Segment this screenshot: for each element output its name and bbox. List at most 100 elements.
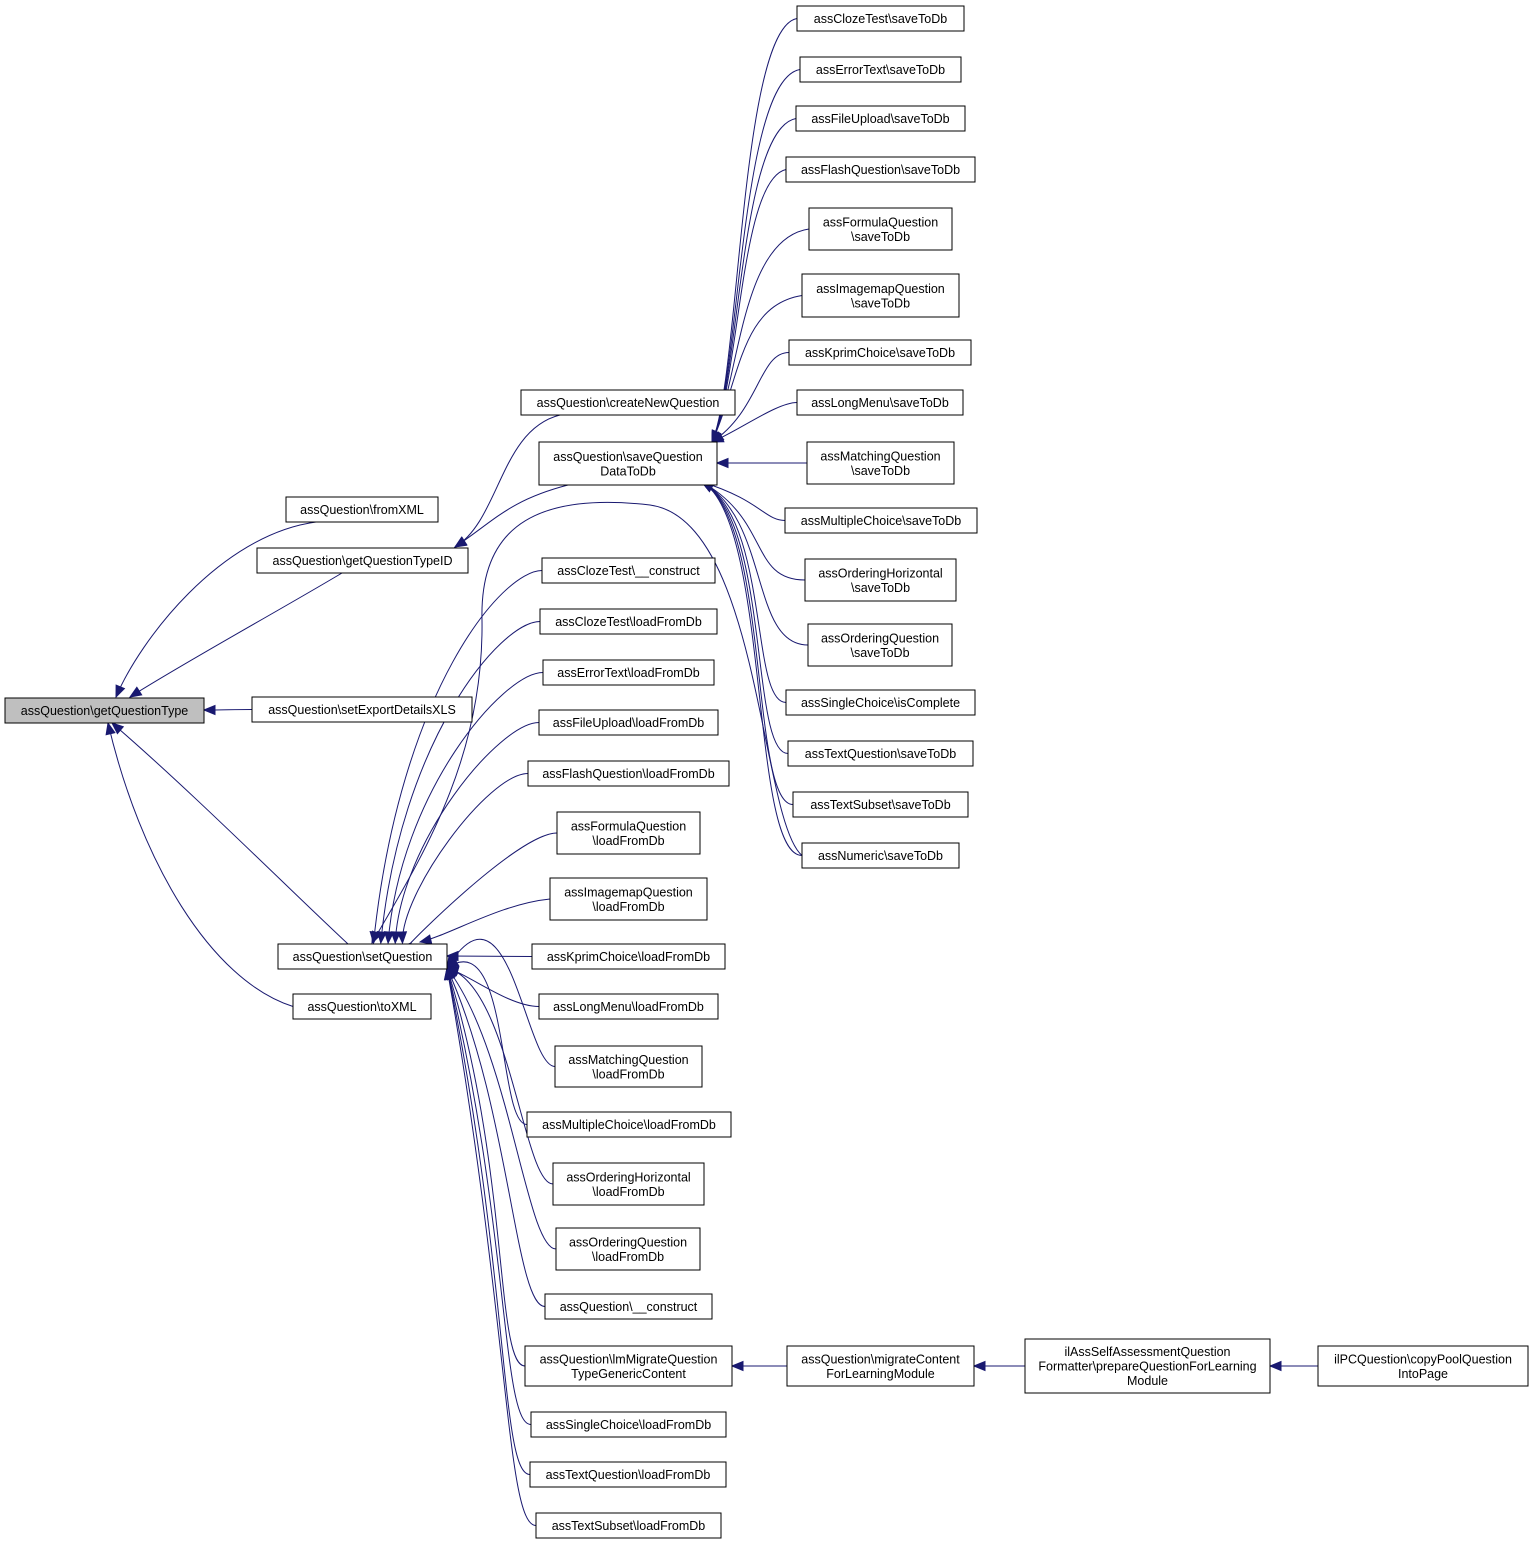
- node-orderingQLoad[interactable]: assOrderingQuestion\loadFromDb: [555, 1227, 701, 1271]
- node-box: [801, 273, 960, 318]
- node-matchingSave[interactable]: assMatchingQuestion\saveToDb: [806, 441, 955, 485]
- node-label: IntoPage: [1398, 1367, 1448, 1381]
- node-box: [549, 877, 708, 921]
- node-toXML[interactable]: assQuestion\toXML: [292, 993, 432, 1020]
- arrow-head: [730, 1360, 744, 1372]
- node-numericSave[interactable]: assNumeric\saveToDb: [801, 842, 960, 869]
- node-longMenuSave[interactable]: assLongMenu\saveToDb: [796, 389, 964, 416]
- node-box: [1317, 1345, 1529, 1387]
- node-label: \saveToDb: [851, 581, 910, 595]
- arrow-head: [1268, 1360, 1282, 1372]
- node-multipleSave[interactable]: assMultipleChoice\saveToDb: [784, 507, 978, 534]
- node-clozeConstruct[interactable]: assClozeTest\__construct: [541, 557, 716, 584]
- node-label: assOrderingQuestion: [821, 631, 939, 645]
- edge: [701, 481, 803, 856]
- node-textQLoad[interactable]: assTextQuestion\loadFromDb: [529, 1461, 727, 1488]
- node-matchingLoad[interactable]: assMatchingQuestion\loadFromDb: [554, 1045, 703, 1088]
- node-label: assQuestion\saveQuestion: [553, 450, 702, 464]
- arrow-head: [453, 536, 468, 548]
- node-textSubsetLoad[interactable]: assTextSubset\loadFromDb: [535, 1512, 722, 1539]
- node-label: assOrderingHorizontal: [566, 1170, 690, 1184]
- edge: [446, 967, 531, 1475]
- node-box: [806, 441, 955, 485]
- edge: [454, 414, 561, 548]
- node-singleComplete[interactable]: assSingleChoice\isComplete: [785, 689, 976, 716]
- node-label: \loadFromDb: [592, 1250, 664, 1264]
- edge: [373, 570, 543, 944]
- node-prepareQuestion[interactable]: ilAssSelfAssessmentQuestionFormatter\pre…: [1024, 1338, 1271, 1394]
- node-label: assQuestion\toXML: [307, 1000, 416, 1014]
- arrow-head: [202, 704, 216, 716]
- node-label: assFileUpload\saveToDb: [811, 112, 949, 126]
- node-kprimLoad[interactable]: assKprimChoice\loadFromDb: [531, 943, 726, 970]
- node-migrateContent[interactable]: assQuestion\migrateContentForLearningMod…: [786, 1345, 975, 1387]
- node-box: [4, 697, 205, 724]
- node-label: assMultipleChoice\saveToDb: [801, 514, 962, 528]
- node-getQuestionType[interactable]: assQuestion\getQuestionType: [4, 697, 205, 724]
- node-fileUploadLoad[interactable]: assFileUpload\loadFromDb: [538, 709, 719, 736]
- node-getQuestionTypeID[interactable]: assQuestion\getQuestionTypeID: [256, 547, 469, 574]
- node-label: assSingleChoice\isComplete: [801, 696, 960, 710]
- node-singleLoad[interactable]: assSingleChoice\loadFromDb: [530, 1411, 727, 1438]
- node-clozeLoad[interactable]: assClozeTest\loadFromDb: [539, 608, 718, 635]
- node-label: assTextSubset\loadFromDb: [552, 1519, 706, 1533]
- edge: [371, 501, 803, 944]
- node-box: [539, 608, 718, 635]
- node-imagemapSave[interactable]: assImagemapQuestion\saveToDb: [801, 273, 960, 318]
- node-questionConstruct[interactable]: assQuestion\__construct: [544, 1293, 713, 1320]
- edge: [446, 967, 526, 1367]
- node-label: assQuestion\getQuestionType: [21, 704, 189, 718]
- node-label: assTextQuestion\saveToDb: [805, 747, 957, 761]
- node-label: \loadFromDb: [592, 1067, 664, 1081]
- edge: [446, 938, 556, 1067]
- node-label: assTextSubset\saveToDb: [810, 798, 950, 812]
- node-flashSave[interactable]: assFlashQuestion\saveToDb: [785, 156, 976, 183]
- node-label: \saveToDb: [850, 646, 909, 660]
- node-setQuestion[interactable]: assQuestion\setQuestion: [277, 943, 448, 970]
- arrow-head: [369, 931, 380, 945]
- node-kprimSave[interactable]: assKprimChoice\saveToDb: [788, 339, 972, 366]
- node-textQSave[interactable]: assTextQuestion\saveToDb: [787, 740, 974, 767]
- node-box: [808, 207, 953, 251]
- edge: [446, 955, 533, 957]
- node-label: assQuestion\setQuestion: [293, 950, 433, 964]
- node-label: assImagemapQuestion: [564, 885, 693, 899]
- node-box: [538, 709, 719, 736]
- node-longMenuLoad[interactable]: assLongMenu\loadFromDb: [538, 993, 719, 1020]
- node-box: [542, 659, 715, 686]
- node-lmMigrate[interactable]: assQuestion\lmMigrateQuestionTypeGeneric…: [524, 1345, 733, 1387]
- node-label: ilAssSelfAssessmentQuestion: [1064, 1345, 1230, 1359]
- node-errorLoad[interactable]: assErrorText\loadFromDb: [542, 659, 715, 686]
- node-errorSave[interactable]: assErrorText\saveToDb: [799, 56, 962, 83]
- node-multipleLoad[interactable]: assMultipleChoice\loadFromDb: [526, 1111, 732, 1138]
- edge: [446, 967, 554, 1185]
- node-box: [538, 993, 719, 1020]
- node-flashLoad[interactable]: assFlashQuestion\loadFromDb: [527, 760, 730, 787]
- node-box: [538, 441, 718, 486]
- node-fileUploadSave[interactable]: assFileUpload\saveToDb: [795, 105, 966, 132]
- node-orderingHSave[interactable]: assOrderingHorizontal\saveToDb: [804, 558, 957, 602]
- node-box: [541, 557, 716, 584]
- edge: [701, 481, 787, 703]
- node-label: assKprimChoice\loadFromDb: [547, 950, 710, 964]
- edge: [107, 722, 294, 1007]
- node-box: [530, 1411, 727, 1438]
- node-label: TypeGenericContent: [571, 1367, 686, 1381]
- node-textSubsetSave[interactable]: assTextSubset\saveToDb: [792, 791, 969, 818]
- arrow-head: [105, 721, 116, 736]
- node-fromXML[interactable]: assQuestion\fromXML: [285, 496, 439, 523]
- node-setExportDetailsXLS[interactable]: assQuestion\setExportDetailsXLS: [251, 696, 473, 723]
- node-imagemapLoad[interactable]: assImagemapQuestion\loadFromDb: [549, 877, 708, 921]
- node-orderingHLoad[interactable]: assOrderingHorizontal\loadFromDb: [552, 1162, 705, 1206]
- node-formulaSave[interactable]: assFormulaQuestion\saveToDb: [808, 207, 953, 251]
- edge: [701, 481, 794, 805]
- node-label: Formatter\prepareQuestionForLearning: [1038, 1360, 1256, 1374]
- node-formulaLoad[interactable]: assFormulaQuestion\loadFromDb: [556, 811, 701, 855]
- node-clozeSave[interactable]: assClozeTest\saveToDb: [796, 5, 965, 32]
- arrow-head: [972, 1360, 986, 1372]
- node-label: assSingleChoice\loadFromDb: [546, 1418, 711, 1432]
- node-createNewQuestion[interactable]: assQuestion\createNewQuestion: [520, 389, 736, 416]
- node-orderingQSave[interactable]: assOrderingQuestion\saveToDb: [807, 623, 953, 667]
